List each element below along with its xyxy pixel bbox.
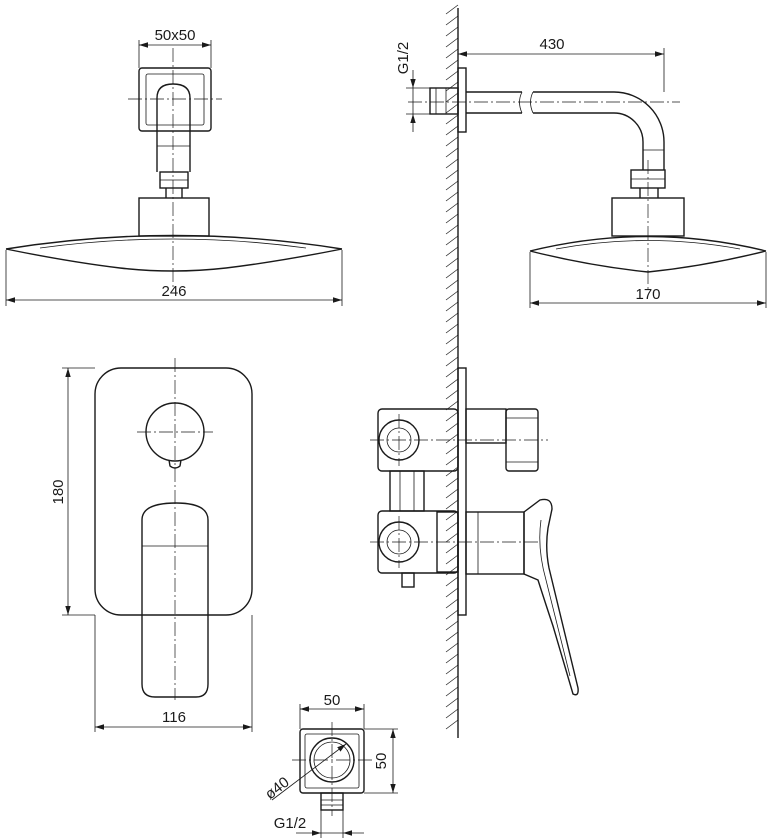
wall-hatch-line <box>445 70 459 81</box>
wall-hatch-line <box>445 279 459 290</box>
dimension-head-side: 170 <box>529 252 767 308</box>
wall-hatch-line <box>445 719 459 730</box>
wall-hatch-line <box>445 246 459 257</box>
wall-hatch-line <box>445 708 459 719</box>
wall-hatch-line <box>445 334 459 345</box>
wall-hatch-line <box>445 323 459 334</box>
wall-hatch-line <box>445 620 459 631</box>
wall-hatch-line <box>445 345 459 356</box>
dimension-plate-width: 116 <box>94 615 253 732</box>
wall-hatch-line <box>445 114 459 125</box>
dimension-outlet-diameter: ø40 <box>262 743 347 803</box>
wall-hatch-line <box>445 235 459 246</box>
plate-width-label: 116 <box>162 709 186 726</box>
wall-hatch-line <box>445 158 459 169</box>
outlet-height-label: 50 <box>373 753 390 770</box>
mixer-plate-front-view <box>94 358 253 700</box>
mixer-valve-side-view <box>370 367 579 696</box>
wall-hatch-line <box>445 609 459 620</box>
wall-hatch-line <box>445 576 459 587</box>
wall-hatch-line <box>445 598 459 609</box>
wall-hatch-line <box>445 125 459 136</box>
wall-hatch-line <box>445 26 459 37</box>
outlet-width-label: 50 <box>324 692 341 709</box>
wall-hatch-line <box>445 356 459 367</box>
outlet-thread-label: G1/2 <box>274 815 307 832</box>
wall-hatch-line <box>445 653 459 664</box>
wall-hatch-line <box>445 81 459 92</box>
dimension-arm-length: 430 <box>458 36 665 92</box>
dimension-head-front: 246 <box>5 250 343 306</box>
dimension-arm-thread: G1/2 <box>395 42 430 132</box>
wall-hatch-line <box>445 587 459 598</box>
wall-hatch-line <box>445 312 459 323</box>
wall-hatch-line <box>445 378 459 389</box>
wall-hatch-line <box>445 411 459 422</box>
wall-hatch-line <box>445 422 459 433</box>
wall-hatch-line <box>445 290 459 301</box>
wall-outlet-front-view <box>292 722 374 816</box>
wall-hatch-line <box>445 697 459 708</box>
wall-hatch-line <box>445 268 459 279</box>
wall-hatch-line <box>445 477 459 488</box>
wall-hatch-line <box>445 433 459 444</box>
wall-hatch-line <box>445 169 459 180</box>
wall-hatch-line <box>445 37 459 48</box>
head-front-width-label: 246 <box>161 283 186 300</box>
wall-hatch-line <box>445 92 459 103</box>
wall-hatch-line <box>445 554 459 565</box>
outlet-diameter-label: ø40 <box>262 774 293 803</box>
wall-hatching <box>445 4 459 730</box>
dimension-outlet-height: 50 <box>364 728 398 794</box>
wall-hatch-line <box>445 642 459 653</box>
arm-flange-label: 50x50 <box>155 27 196 44</box>
shower-head-front-view <box>5 48 343 290</box>
dimension-outlet-thread: G1/2 <box>274 810 364 838</box>
wall-hatch-line <box>445 543 459 554</box>
plate-height-label: 180 <box>50 479 67 504</box>
wall-hatch-line <box>445 499 459 510</box>
wall-hatch-line <box>445 488 459 499</box>
wall-hatch-line <box>445 15 459 26</box>
wall-hatch-line <box>445 455 459 466</box>
wall-hatch-line <box>445 444 459 455</box>
wall-hatch-line <box>445 686 459 697</box>
wall-hatch-line <box>445 180 459 191</box>
shower-arm-side-view <box>408 67 767 290</box>
wall-hatch-line <box>445 521 459 532</box>
wall <box>445 4 459 738</box>
arm-length-label: 430 <box>539 36 564 53</box>
wall-hatch-line <box>445 631 459 642</box>
wall-hatch-line <box>445 136 459 147</box>
dimension-plate-height: 180 <box>50 367 95 616</box>
wall-hatch-line <box>445 389 459 400</box>
wall-hatch-line <box>445 532 459 543</box>
wall-hatch-line <box>445 59 459 70</box>
wall-hatch-line <box>445 675 459 686</box>
wall-hatch-line <box>445 48 459 59</box>
wall-hatch-line <box>445 202 459 213</box>
arm-thread-label: G1/2 <box>395 42 412 75</box>
head-side-width-label: 170 <box>635 286 660 303</box>
dimension-arm-flange: 50x50 <box>138 27 212 68</box>
wall-hatch-line <box>445 4 459 15</box>
wall-hatch-line <box>445 367 459 378</box>
wall-hatch-line <box>445 301 459 312</box>
wall-hatch-line <box>445 103 459 114</box>
wall-hatch-line <box>445 664 459 675</box>
wall-hatch-line <box>445 224 459 235</box>
wall-hatch-line <box>445 257 459 268</box>
wall-hatch-line <box>445 213 459 224</box>
wall-hatch-line <box>445 147 459 158</box>
dimension-outlet-width: 50 <box>299 692 365 729</box>
wall-hatch-line <box>445 191 459 202</box>
